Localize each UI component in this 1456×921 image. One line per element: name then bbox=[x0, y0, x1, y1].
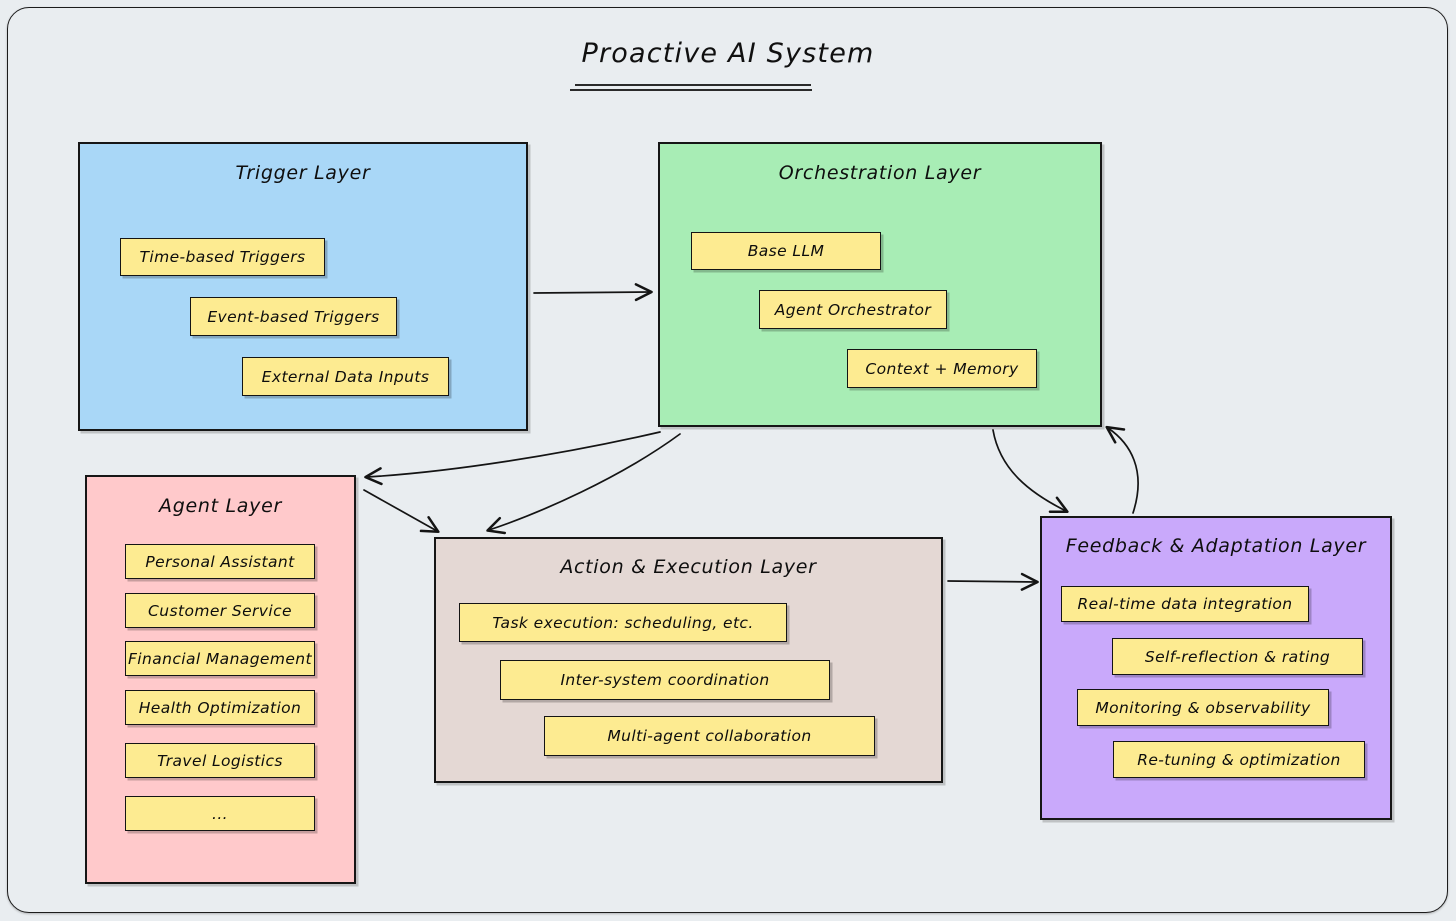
page-title: Proactive AI System bbox=[581, 38, 875, 69]
chip-travel-logistics[interactable]: Travel Logistics bbox=[125, 743, 315, 778]
title-underline-upper bbox=[575, 84, 811, 86]
layer-orchestration[interactable]: Orchestration Layer Base LLM Agent Orche… bbox=[658, 142, 1102, 427]
chip-agent-ellipsis[interactable]: ... bbox=[125, 796, 315, 831]
layer-feedback-title: Feedback & Adaptation Layer bbox=[1065, 535, 1367, 557]
layer-agent[interactable]: Agent Layer Personal Assistant Customer … bbox=[85, 475, 356, 884]
layer-orchestration-title: Orchestration Layer bbox=[778, 162, 982, 184]
chip-event-based-triggers[interactable]: Event-based Triggers bbox=[190, 297, 397, 336]
chip-base-llm[interactable]: Base LLM bbox=[691, 232, 881, 270]
chip-re-tuning-optimization[interactable]: Re-tuning & optimization bbox=[1113, 741, 1365, 778]
chip-monitoring-observability[interactable]: Monitoring & observability bbox=[1077, 689, 1329, 726]
chip-time-based-triggers[interactable]: Time-based Triggers bbox=[120, 238, 325, 276]
chip-self-reflection-rating[interactable]: Self-reflection & rating bbox=[1112, 638, 1363, 675]
layer-action-title: Action & Execution Layer bbox=[560, 556, 817, 578]
chip-context-memory[interactable]: Context + Memory bbox=[847, 349, 1037, 388]
chip-real-time-data-integration[interactable]: Real-time data integration bbox=[1061, 586, 1309, 622]
chip-agent-orchestrator[interactable]: Agent Orchestrator bbox=[759, 290, 947, 329]
chip-personal-assistant[interactable]: Personal Assistant bbox=[125, 544, 315, 579]
chip-financial-management[interactable]: Financial Management bbox=[125, 641, 315, 676]
layer-agent-title: Agent Layer bbox=[159, 495, 282, 517]
chip-inter-system-coordination[interactable]: Inter-system coordination bbox=[500, 660, 830, 700]
chip-multi-agent-collaboration[interactable]: Multi-agent collaboration bbox=[544, 716, 875, 756]
layer-feedback[interactable]: Feedback & Adaptation Layer Real-time da… bbox=[1040, 516, 1392, 820]
chip-external-data-inputs[interactable]: External Data Inputs bbox=[242, 357, 449, 396]
chip-task-execution[interactable]: Task execution: scheduling, etc. bbox=[459, 603, 787, 642]
layer-trigger[interactable]: Trigger Layer Time-based Triggers Event-… bbox=[78, 142, 528, 431]
layer-action[interactable]: Action & Execution Layer Task execution:… bbox=[434, 537, 943, 783]
layer-trigger-title: Trigger Layer bbox=[235, 162, 371, 184]
title-underline-lower bbox=[570, 89, 812, 91]
chip-health-optimization[interactable]: Health Optimization bbox=[125, 690, 315, 725]
chip-customer-service[interactable]: Customer Service bbox=[125, 593, 315, 628]
